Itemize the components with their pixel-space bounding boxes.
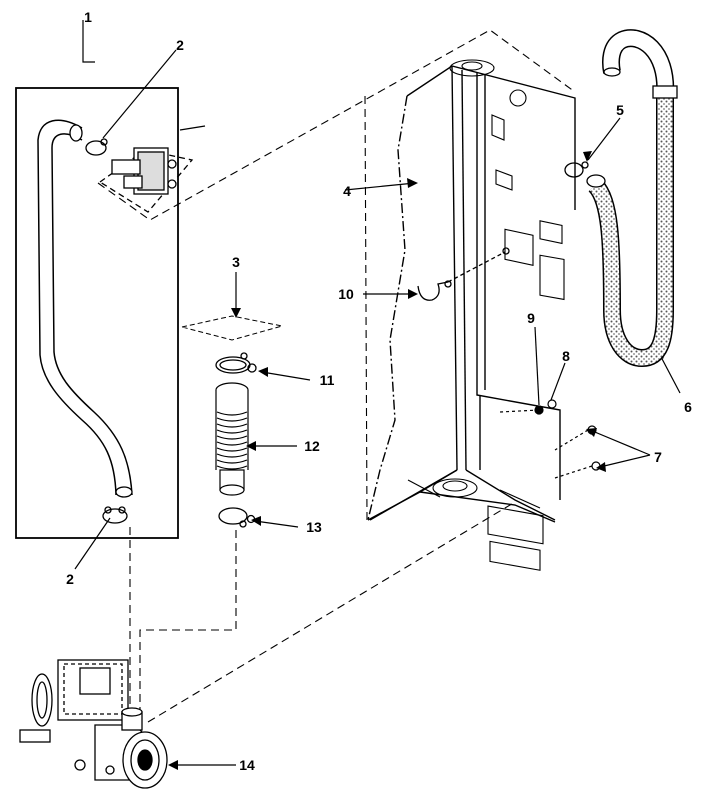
arrowhead <box>246 441 256 451</box>
hook-end <box>603 67 621 77</box>
arrowhead <box>583 151 592 162</box>
fill-hose <box>37 119 133 496</box>
callout-2-bottom: 2 <box>66 571 74 587</box>
hose-inlet-end <box>586 174 606 188</box>
clamp-upper <box>85 138 108 156</box>
hose-end <box>69 124 83 142</box>
arrowhead <box>251 516 261 526</box>
arrowhead <box>168 760 178 770</box>
cabinet-details <box>407 59 565 571</box>
callout-9: 9 <box>527 310 535 326</box>
screws-7 <box>554 425 601 479</box>
arrowhead <box>231 308 241 318</box>
callout-1: 1 <box>84 9 92 25</box>
callout-8: 8 <box>562 348 570 364</box>
callout-7: 7 <box>654 449 662 465</box>
arrowhead <box>586 428 597 437</box>
drain-hose-braid-fill <box>589 95 673 366</box>
cabinet-panel <box>367 65 576 523</box>
hose-clip-10 <box>417 247 510 301</box>
hose-end <box>115 486 133 498</box>
clamp-lower <box>102 506 128 524</box>
clamp-5 <box>564 161 589 178</box>
callout-10: 10 <box>338 286 354 302</box>
callout-14: 14 <box>239 757 255 773</box>
callout-13: 13 <box>306 519 322 535</box>
pump-assembly <box>19 659 168 789</box>
leader-lines <box>74 20 681 766</box>
arrowhead <box>596 462 606 472</box>
corrugated-hose <box>215 382 249 496</box>
arrowhead <box>408 289 418 299</box>
gasket-outline <box>181 315 283 341</box>
callout-11: 11 <box>320 372 335 388</box>
hose-collar <box>652 85 678 99</box>
callout-4: 4 <box>343 183 351 199</box>
callout-labels: 1 2 2 3 4 5 6 7 8 9 10 11 12 13 14 <box>66 9 692 773</box>
callout-5: 5 <box>616 102 624 118</box>
kit-frame <box>15 87 179 539</box>
screws-8-9 <box>499 399 557 415</box>
arrowhead <box>258 367 268 377</box>
inlet-fitting <box>98 125 206 213</box>
arrowhead <box>407 178 418 188</box>
assembly-dash-lines <box>97 29 576 723</box>
callout-3: 3 <box>232 254 240 270</box>
callout-12: 12 <box>304 438 320 454</box>
clamp-11 <box>215 352 257 374</box>
callout-6: 6 <box>684 399 692 415</box>
drain-hose-hook-fill <box>603 30 673 96</box>
clamp-13 <box>218 507 256 528</box>
callout-2-top: 2 <box>176 37 184 53</box>
